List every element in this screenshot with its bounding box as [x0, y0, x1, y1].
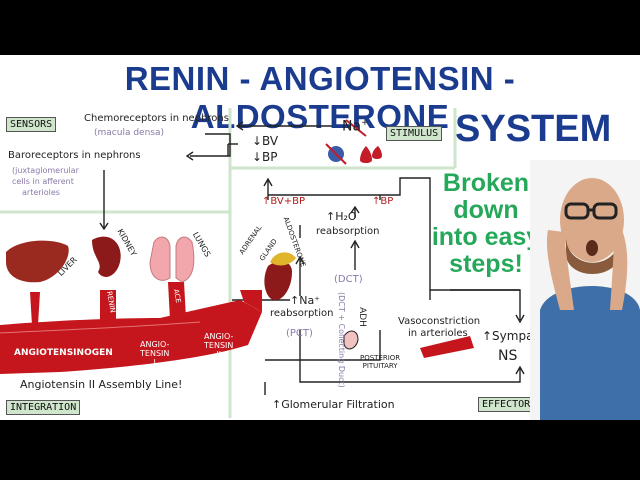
na-label: ↑Na⁺ [290, 294, 320, 307]
h2o-label: ↑H₂O [326, 210, 357, 223]
glomerular-filtration-label: ↑Glomerular Filtration [272, 398, 395, 411]
low-bv-label: ↓BV [252, 134, 279, 148]
presenter-image [530, 160, 640, 420]
up-bp-label: ↑BP [372, 196, 394, 207]
up-bv-bp-label: ↑BV+BP [262, 196, 306, 207]
low-bp-label: ↓BP [252, 150, 278, 164]
adh-label: ADH [356, 307, 367, 327]
kidney-shape [92, 236, 121, 277]
bottom-bar [0, 420, 640, 480]
jg-cells-line-1: (juxtaglomerular [12, 166, 79, 175]
h2o-reabsorption-label: reabsorption [316, 226, 380, 237]
sodium-label: Na+ [342, 118, 369, 135]
dct-label: (DCT) [334, 274, 363, 285]
blood-vessel [0, 300, 262, 374]
chemoreceptors-label: Chemoreceptors in nephrons [84, 113, 229, 124]
arteriole-shape [420, 336, 474, 358]
jg-cells-line-3: arterioles [22, 188, 60, 197]
baroreceptors-label: Baroreceptors in nephrons [8, 150, 141, 161]
integration-tag: INTEGRATION [6, 400, 81, 415]
sensors-tag: SENSORS [6, 117, 57, 132]
angiotensinogen-label: ANGIOTENSINOGEN [14, 348, 113, 358]
title-line-2: SYSTEM [455, 108, 612, 150]
na-reabsorption-label: reabsorption [270, 308, 334, 319]
dct-collecting-duct-label: (DCT + Collecting Duct) [337, 292, 346, 388]
macula-densa-label: (macula densa) [94, 128, 164, 138]
stimulus-tag: STIMULUS [386, 126, 443, 141]
assembly-line-label: Angiotensin II Assembly Line! [20, 378, 183, 391]
lungs-shape [149, 236, 195, 283]
liver-shape [6, 240, 69, 283]
pct-label: (PCT) [286, 328, 313, 339]
jg-cells-line-2: cells in afferent [12, 177, 74, 186]
adrenal-shape [264, 261, 292, 301]
pituitary-shape [343, 330, 359, 350]
